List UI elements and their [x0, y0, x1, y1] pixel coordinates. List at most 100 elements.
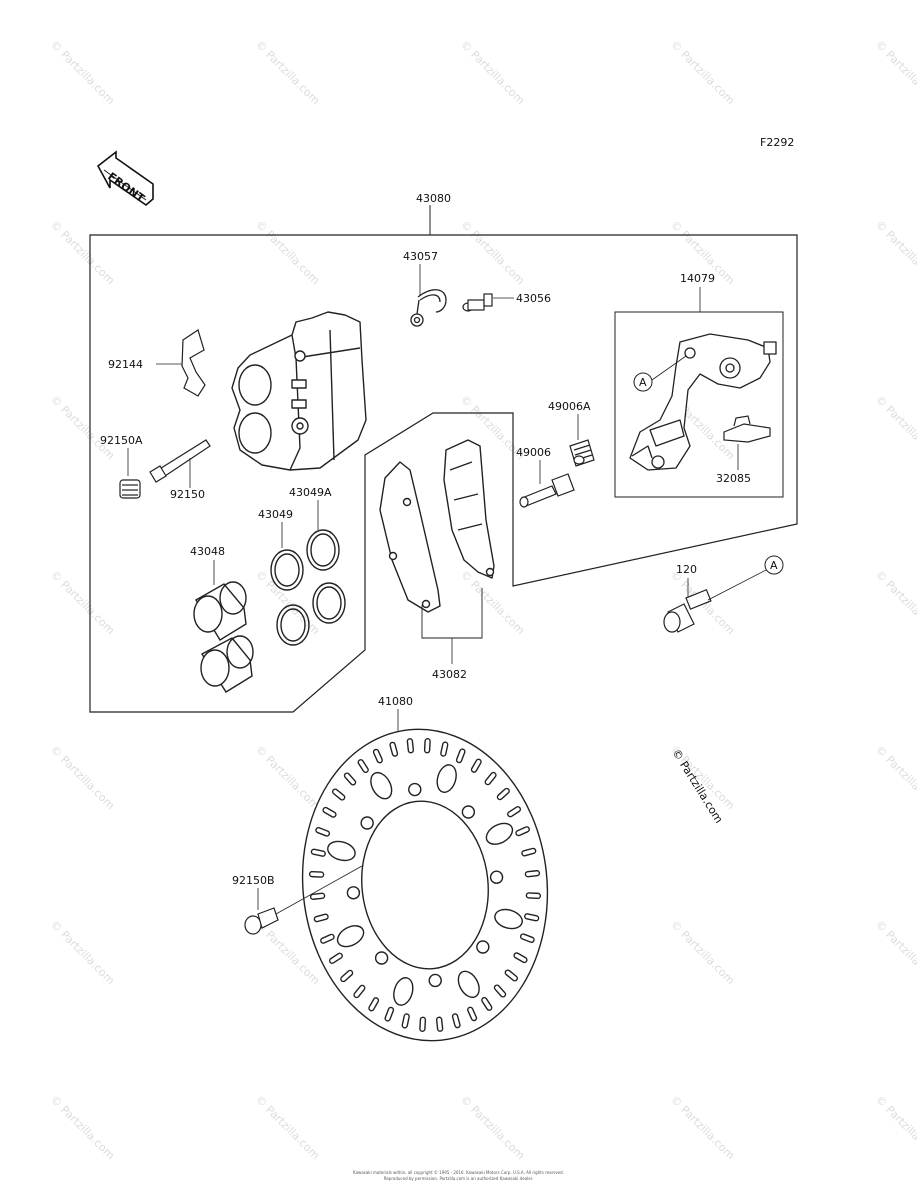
watermark-text: © Partzilla.com	[458, 218, 527, 287]
callout-43048: 43048	[190, 545, 225, 558]
ref-marker-a: A	[633, 355, 687, 392]
disc-slot	[406, 738, 415, 754]
disc-window	[370, 771, 393, 800]
disc-window	[436, 764, 457, 793]
disc-slot	[353, 984, 366, 999]
disc-bolt-hole	[476, 940, 490, 954]
watermark-text: © Partzilla.com	[668, 1093, 737, 1162]
disc-bolt-hole	[374, 951, 389, 965]
watermark-text: © Partzilla.com	[873, 918, 917, 987]
svg-text:A: A	[639, 376, 647, 389]
footer-line-2: Reproduced by permission. Partzilla.com …	[383, 1176, 534, 1181]
bleed-valve-part	[462, 293, 493, 312]
callout-92150A: 92150A	[100, 434, 143, 447]
callout-43082: 43082	[432, 668, 467, 681]
disc-slot	[435, 1016, 444, 1032]
caliper-body-part	[231, 311, 367, 471]
disc-slot	[507, 806, 522, 818]
watermark-text: © Partzilla.com	[48, 38, 117, 107]
callout-49006: 49006	[516, 446, 551, 459]
svg-text:A: A	[770, 559, 778, 572]
watermark-text: © Partzilla.com	[253, 743, 322, 812]
callout-43057: 43057	[403, 250, 438, 263]
slide-pin-part	[149, 439, 211, 483]
pad-spring-32085-part	[723, 415, 771, 443]
pin-cap-part	[119, 479, 141, 499]
callout-49006A: 49006A	[548, 400, 591, 413]
callout-43049: 43049	[258, 508, 293, 521]
disc-window	[393, 977, 414, 1006]
disc-slot	[440, 741, 449, 757]
watermark-text: © Partzilla.com	[873, 743, 917, 812]
disc-slot	[401, 1013, 410, 1029]
disc-slot	[467, 1006, 478, 1022]
watermark-text: © Partzilla.com	[48, 568, 117, 637]
watermark-text: © Partzilla.com	[48, 918, 117, 987]
disc-slot	[389, 741, 399, 757]
callout-43049A: 43049A	[289, 486, 332, 499]
disc-slot	[493, 984, 507, 998]
disc-slot	[451, 1013, 461, 1029]
watermark-text: © Partzilla.com	[48, 1093, 117, 1162]
watermark-text: © Partzilla.com	[873, 393, 917, 462]
callout-32085: 32085	[716, 472, 751, 485]
disc-slot	[419, 1016, 427, 1032]
disc-slot	[309, 892, 326, 900]
disc-slot	[357, 759, 369, 774]
disc-slot	[423, 738, 431, 754]
disc-slot	[481, 996, 493, 1011]
disc-slot	[308, 870, 325, 878]
disc-slot	[328, 952, 343, 964]
caliper-pin-part	[519, 473, 575, 508]
callout-43056: 43056	[516, 292, 551, 305]
disc-window	[336, 925, 365, 948]
disc-bolt-hole	[360, 816, 374, 830]
disc-bolt-hole	[428, 973, 442, 988]
watermark-text: © Partzilla.com	[873, 1093, 917, 1162]
piston-seal-rings	[270, 529, 346, 646]
disc-slot	[313, 913, 329, 923]
watermark-text: © Partzilla.com	[48, 393, 117, 462]
disc-vent-slots	[308, 738, 542, 1032]
disc-window	[494, 908, 523, 930]
disc-window	[485, 822, 514, 845]
pad-spring-part	[181, 329, 206, 397]
disc-bolt-part	[244, 907, 279, 935]
disc-window	[327, 840, 356, 862]
disc-slot	[484, 771, 497, 786]
watermark-text: © Partzilla.com	[458, 38, 527, 107]
pin-boot-part	[569, 439, 595, 467]
watermark-text: © Partzilla.com	[458, 1093, 527, 1162]
disc-slot	[368, 997, 380, 1012]
disc-slot	[455, 748, 466, 764]
watermark-text: © Partzilla.com	[253, 38, 322, 107]
disc-slot	[515, 826, 530, 837]
callout-92150B: 92150B	[232, 874, 275, 887]
holder-bolt-part	[663, 588, 712, 633]
disc-slot	[504, 969, 518, 982]
callout-41080: 41080	[378, 695, 413, 708]
watermark-text: © Partzilla.com	[48, 743, 117, 812]
callout-120: 120	[676, 563, 697, 576]
disc-slot	[310, 848, 326, 857]
watermark-text: © Partzilla.com	[668, 38, 737, 107]
figure-code: F2292	[760, 136, 794, 149]
disc-slot	[322, 806, 337, 818]
front-arrow-icon: FRONT	[96, 150, 154, 207]
brake-disc-part	[301, 728, 549, 1042]
disc-slot	[340, 969, 354, 983]
ref-marker-a-2: A	[764, 555, 784, 575]
callout-92150: 92150	[170, 488, 205, 501]
disc-slot	[315, 827, 331, 837]
disc-slot	[470, 758, 482, 773]
brake-pad-part	[379, 439, 495, 613]
disc-window	[457, 970, 480, 999]
watermark-text: © Partzilla.com	[873, 568, 917, 637]
watermark-text: © Partzilla.com	[253, 568, 322, 637]
disc-slot	[513, 952, 528, 964]
disc-bolt-hole	[489, 870, 504, 884]
watermark-text: © Partzilla.com	[253, 218, 322, 287]
disc-slot	[343, 772, 357, 786]
